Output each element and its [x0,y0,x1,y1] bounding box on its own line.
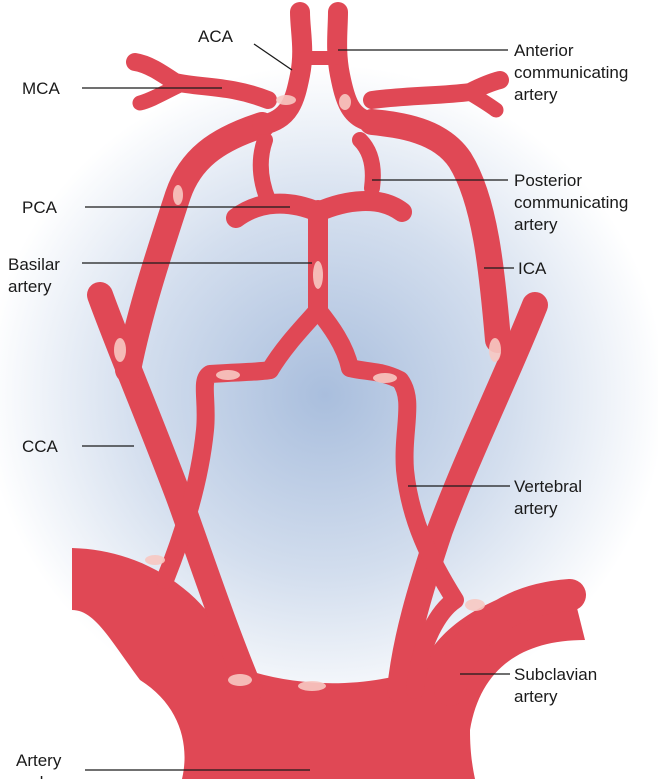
hl-1 [114,338,126,362]
label-subclavian: Subclavian artery [514,665,602,706]
hl-10 [298,681,326,691]
hl-9 [228,674,252,686]
hl-3 [216,370,240,380]
hl-4 [313,261,323,289]
label-anterior-comm: Anterior communicating artery [514,41,633,104]
label-cca: CCA [22,437,59,456]
hl-2 [173,185,183,205]
leader-aca [254,44,292,70]
hl-6 [489,338,501,362]
label-arch: Artery arch [16,751,66,779]
hl-12 [145,555,165,565]
hl-7 [276,95,296,105]
label-mca: MCA [22,79,60,98]
hl-8 [339,94,351,110]
label-aca: ACA [198,27,234,46]
hl-11 [465,599,485,611]
pcomm-left [261,140,268,200]
label-pca: PCA [22,198,58,217]
label-ica: ICA [518,259,547,278]
hl-5 [373,373,397,383]
